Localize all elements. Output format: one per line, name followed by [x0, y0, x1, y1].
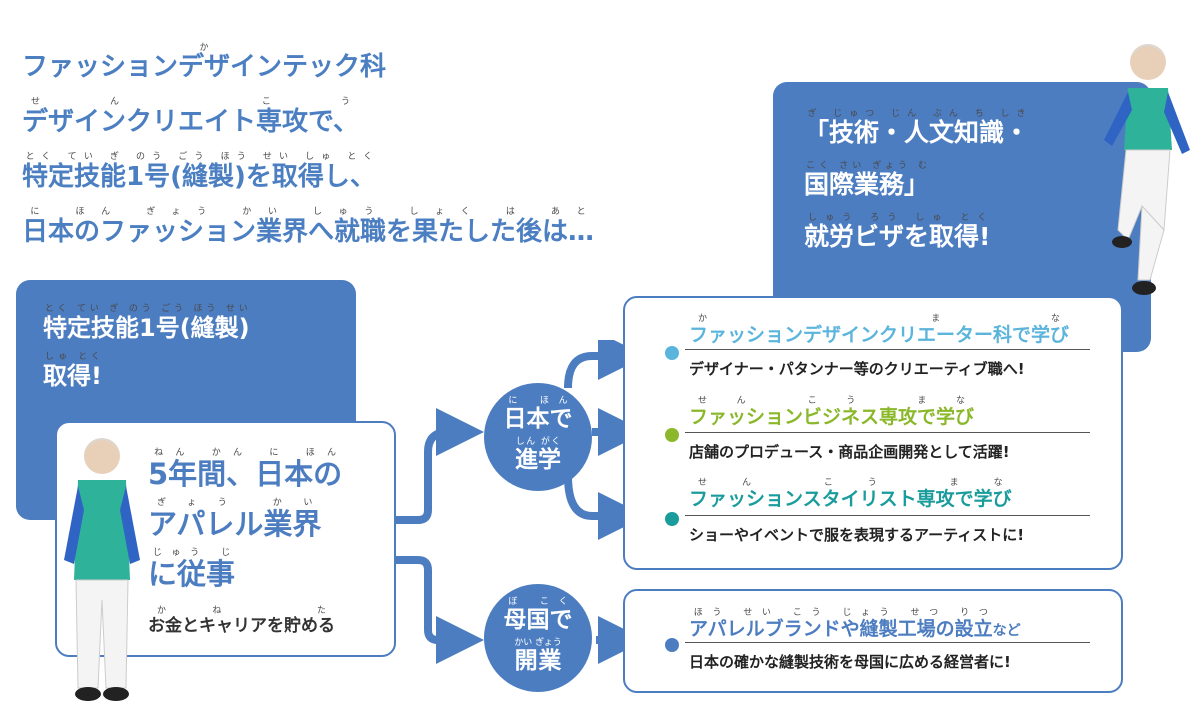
study-in-japan-node: 日本でに ほん 進学しん がく: [484, 383, 592, 491]
intro-line-2: デザインクリエイト専攻で、せん こう: [22, 97, 359, 137]
visa-text: 「技術・人文知識・ぎ じゅつ じん ぶん ち しき 国際業務」こく さい ぎょう…: [804, 109, 1030, 251]
work-line-1: 5年間、日本の: [148, 457, 343, 491]
option-1-divider: [685, 349, 1090, 350]
study-line-1: 日本で: [503, 406, 573, 432]
intro-line-4: 日本のファッション業界へ就職を果たした後は…に ほん ぎょう かい しゅう しょ…: [22, 207, 595, 247]
option-2-divider: [685, 432, 1090, 433]
work-line-3: に従事: [148, 557, 236, 591]
business-desc: 日本の確かな縫製技術を母国に広める経営者に!: [689, 653, 1011, 671]
skill-text: 特定技能1号(縫製)とく てい ぎ のう ごう ほう せい 取得!しゅ とく: [43, 304, 250, 390]
option-1-title: ファッションデザインクリエーター科で学びか まな: [689, 314, 1070, 346]
intro-line-3: 特定技能1号(縫製)を取得し、とく てい ぎ のう ごう ほう せい しゅ とく: [22, 152, 376, 192]
skill-line-1: 特定技能1号(縫製): [43, 314, 250, 342]
business-title-suffix: など: [992, 623, 1021, 639]
study-line-2: 進学: [515, 447, 561, 473]
option-3-desc: ショーやイベントで服を表現するアーティストに!: [689, 526, 1025, 544]
visa-line-2: 国際業務」: [804, 170, 930, 199]
study-options-card: [623, 296, 1123, 570]
business-title: アパレルブランドや縫製工場の設立ほう せい こう じょう せつ りつなど: [689, 608, 1021, 640]
option-3-dot: [665, 512, 679, 526]
open-business-node: 母国でぼ こく 開業かい ぎょう: [484, 584, 592, 692]
option-3-title: ファッションスタイリスト専攻で学びせん こう まな: [689, 478, 1012, 510]
business-dot: [665, 638, 679, 652]
work-subtext: お金とキャリアを貯めるかね た: [148, 606, 335, 636]
work-line-2: アパレル業界: [148, 507, 322, 541]
person-standing-illustration: [64, 438, 140, 701]
open-line-2: 開業: [514, 648, 562, 674]
option-2-dot: [665, 428, 679, 442]
flow-connectors: [396, 340, 646, 664]
open-line-1: 母国で: [503, 607, 573, 633]
work-text: 5年間、日本のねん かん に ほん アパレル業界ぎょう かい に従事じゅう じ: [148, 448, 343, 591]
intro-heading: ファッションデザインテック科か デザインクリエイト専攻で、せん こう 特定技能1…: [22, 40, 594, 260]
skill-line-2: 取得!: [43, 362, 102, 390]
option-2-title: ファッションビジネス専攻で学びせん こう まな: [689, 396, 975, 428]
business-option-card: [623, 589, 1123, 693]
option-3-divider: [685, 515, 1090, 516]
intro-line-1: ファッションデザインテック科か: [22, 43, 387, 82]
business-divider: [685, 642, 1090, 643]
option-2-desc: 店舗のプロデュース・商品企画開発として活躍!: [689, 443, 1010, 461]
option-1-dot: [665, 346, 679, 360]
visa-line-3: 就労ビザを取得!: [804, 222, 991, 251]
person-jumping-illustration: [1104, 44, 1190, 295]
visa-line-1: 「技術・人文知識・: [804, 118, 1030, 147]
option-1-desc: デザイナー・パタンナー等のクリエーティブ職へ!: [689, 360, 1025, 378]
